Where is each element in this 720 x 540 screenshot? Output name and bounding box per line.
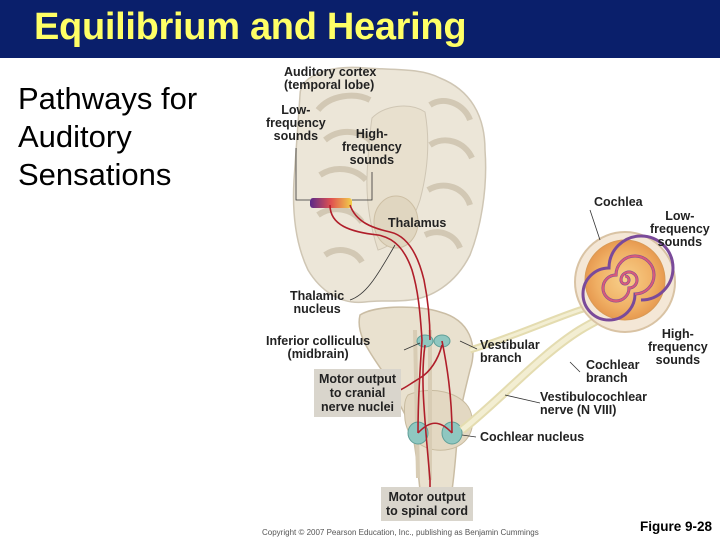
title-bar [0, 0, 720, 58]
label-inferior-colliculus: Inferior colliculus(midbrain) [266, 334, 371, 361]
leader-lines [295, 148, 601, 438]
subtitle-line: Auditory [18, 119, 132, 154]
label-thalamus: Thalamus [388, 216, 447, 230]
auditory-pathway-lines [329, 204, 453, 492]
subtitle-line: Pathways for [18, 81, 198, 116]
label-cochlear-nucleus: Cochlear nucleus [480, 430, 585, 444]
slide-subtitle: Pathways for Auditory Sensations [18, 80, 258, 194]
figure-number: Figure 9-28 [639, 519, 712, 534]
copyright-notice: Copyright © 2007 Pearson Education, Inc.… [262, 528, 539, 537]
label-cochlea: Cochlea [594, 195, 643, 209]
brain-section [292, 66, 487, 304]
slide-title: Equilibrium and Hearing [34, 6, 467, 48]
cochlea [574, 231, 676, 333]
label-auditory-cortex: Auditory cortex(temporal lobe) [284, 65, 377, 92]
cortex-frequency-strip [310, 198, 352, 208]
subtitle-line: Sensations [18, 157, 172, 192]
